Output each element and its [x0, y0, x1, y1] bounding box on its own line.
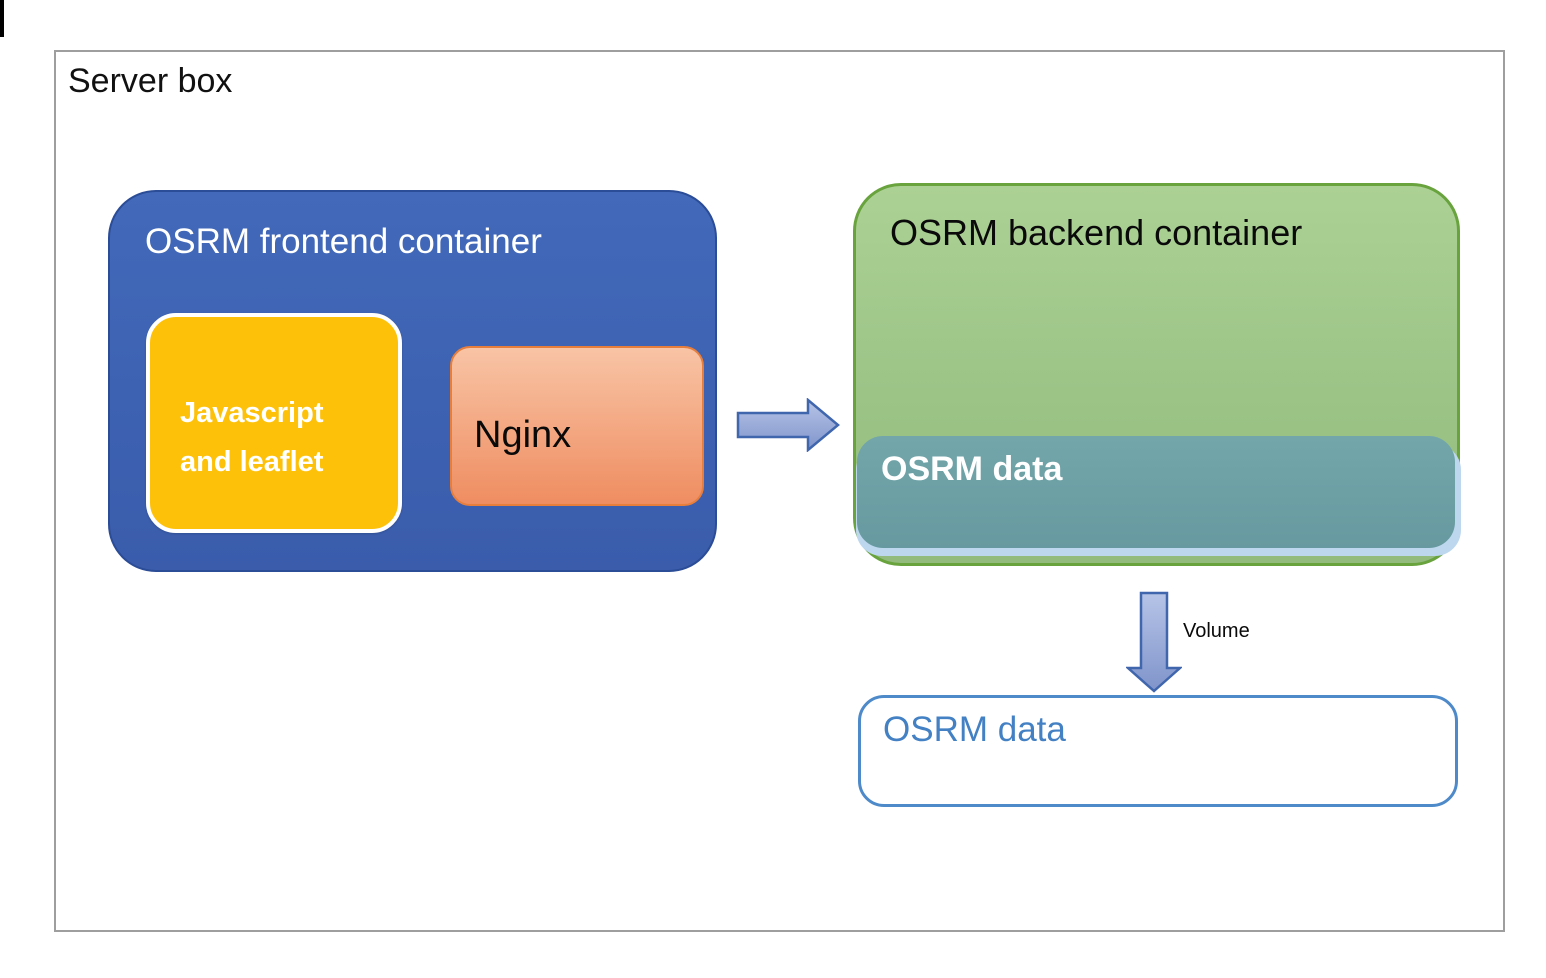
javascript-leaflet-label: Javascript and leaflet — [180, 389, 324, 487]
javascript-leaflet-box: Javascript and leaflet — [146, 313, 402, 533]
javascript-leaflet-label-line2: and leaflet — [180, 446, 324, 478]
osrm-data-volume-label: OSRM data — [883, 710, 1066, 749]
volume-label: Volume — [1183, 620, 1250, 642]
right-arrow-icon — [736, 398, 840, 452]
osrm-data-volume-box: OSRM data — [858, 695, 1458, 807]
frontend-container-title: OSRM frontend container — [145, 222, 542, 261]
server-box-label: Server box — [68, 62, 233, 100]
nginx-label: Nginx — [474, 414, 572, 456]
osrm-data-band-label: OSRM data — [881, 450, 1063, 488]
corner-artifact — [0, 0, 4, 37]
javascript-leaflet-label-line1: Javascript — [180, 397, 324, 429]
backend-container-title: OSRM backend container — [890, 212, 1303, 253]
frontend-container-box: OSRM frontend container Javascript and l… — [108, 190, 717, 572]
nginx-box: Nginx — [450, 346, 704, 506]
down-arrow-icon — [1126, 591, 1182, 693]
osrm-data-band: OSRM data — [857, 436, 1455, 548]
